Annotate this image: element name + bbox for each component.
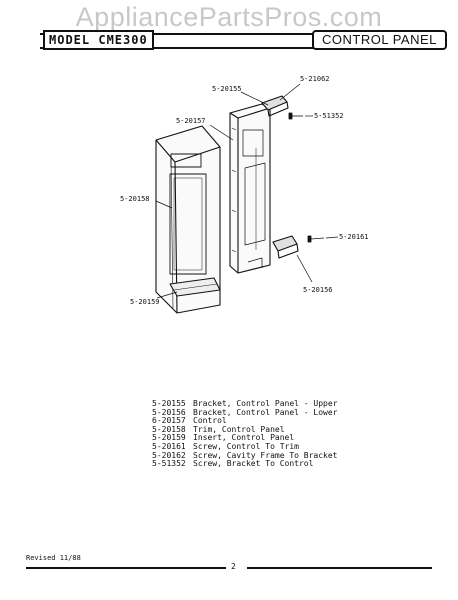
parts-list-row: 6-20157 Control (152, 417, 338, 426)
callout-5-20155: 5-20155 (212, 85, 242, 93)
page-number: 2 (231, 562, 236, 571)
parts-list: 5-20155 Bracket, Control Panel - Upper 5-… (152, 399, 338, 469)
part-number: 6-20157 (152, 416, 186, 426)
part-number: 5-20158 (152, 424, 186, 434)
part-description: Control (193, 416, 227, 426)
parts-list-row: 5-20162 Screw, Cavity Frame To Bracket (152, 450, 338, 461)
insert-control-panel-part (169, 277, 221, 297)
parts-list-row: 5-20158 Trim, Control Panel (152, 424, 338, 435)
part-number: 5-20162 (152, 450, 186, 460)
part-description: Bracket, Control Panel - Upper (193, 399, 338, 408)
callout-5-51352: 5-51352 (314, 112, 344, 120)
callout-5-20158: 5-20158 (120, 195, 150, 203)
section-title: CONTROL PANEL (312, 30, 447, 50)
parts-list-row: 5-20159 Insert, Control Panel (152, 434, 338, 443)
part-number: 5-51352 (152, 459, 186, 469)
part-number: 5-20156 (152, 407, 186, 417)
part-description: Screw, Bracket To Control (193, 459, 314, 469)
leader-lines (155, 83, 339, 299)
callout-5-20159: 5-20159 (130, 298, 160, 306)
watermark-text: AppliancePartsPros.com (75, 2, 383, 32)
callout-5-21062: 5-21062 (300, 75, 330, 83)
footer-rule-right (247, 567, 432, 569)
part-description: Insert, Control Panel (193, 433, 295, 443)
control-part (229, 103, 271, 274)
callout-5-20157: 5-20157 (176, 117, 206, 125)
callout-5-20156: 5-20156 (303, 286, 333, 294)
part-description: Trim, Control Panel (193, 424, 285, 434)
parts-list-row: 5-20156 Bracket, Control Panel - Lower (152, 407, 338, 418)
part-number: 5-20155 (152, 399, 186, 408)
part-number: 5-20161 (152, 441, 186, 451)
callout-5-20161: 5-20161 (339, 233, 369, 241)
part-description: Screw, Cavity Frame To Bracket (193, 450, 338, 460)
part-description: Bracket, Control Panel - Lower (193, 407, 338, 417)
header-rule-top (40, 33, 430, 35)
bracket-lower-part (272, 235, 299, 259)
parts-list-row: 5-20161 Screw, Control To Trim (152, 441, 338, 452)
part-number: 5-20159 (152, 433, 186, 443)
part-description: Screw, Control To Trim (193, 441, 299, 451)
revision-note: Revised 11/88 (26, 554, 81, 562)
parts-list-row: 5-20155 Bracket, Control Panel - Upper (152, 399, 338, 409)
model-label: MODEL CME300 (43, 30, 154, 50)
screw-part (288, 112, 325, 243)
parts-list-row: 5-51352 Screw, Bracket To Control (152, 460, 338, 469)
footer-rule-left (26, 567, 226, 569)
header-rule-bottom (40, 47, 430, 49)
